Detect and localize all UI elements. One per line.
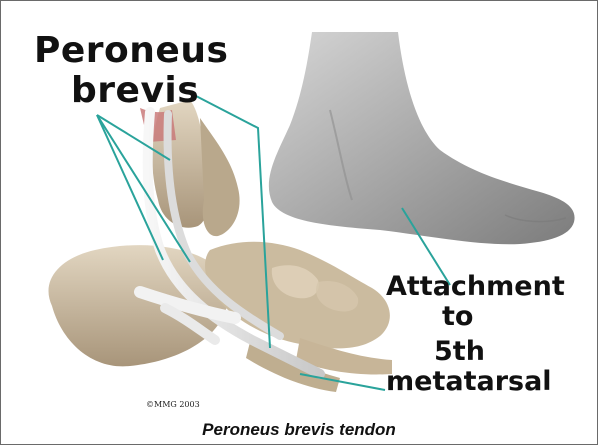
foot-skin-render	[269, 32, 575, 244]
attachment-label-line4: metatarsal	[386, 368, 552, 395]
copyright-text: ©MMG 2003	[146, 400, 200, 409]
attachment-label-line3: 5th	[434, 338, 485, 365]
peroneus-brevis-label-line2: brevis	[71, 73, 199, 109]
attachment-label-line1: Attachment	[386, 273, 565, 300]
peroneus-brevis-label-line1: Peroneus	[34, 33, 228, 69]
attachment-label-line2: to	[442, 303, 473, 330]
figure-caption: Peroneus brevis tendon	[0, 420, 598, 440]
